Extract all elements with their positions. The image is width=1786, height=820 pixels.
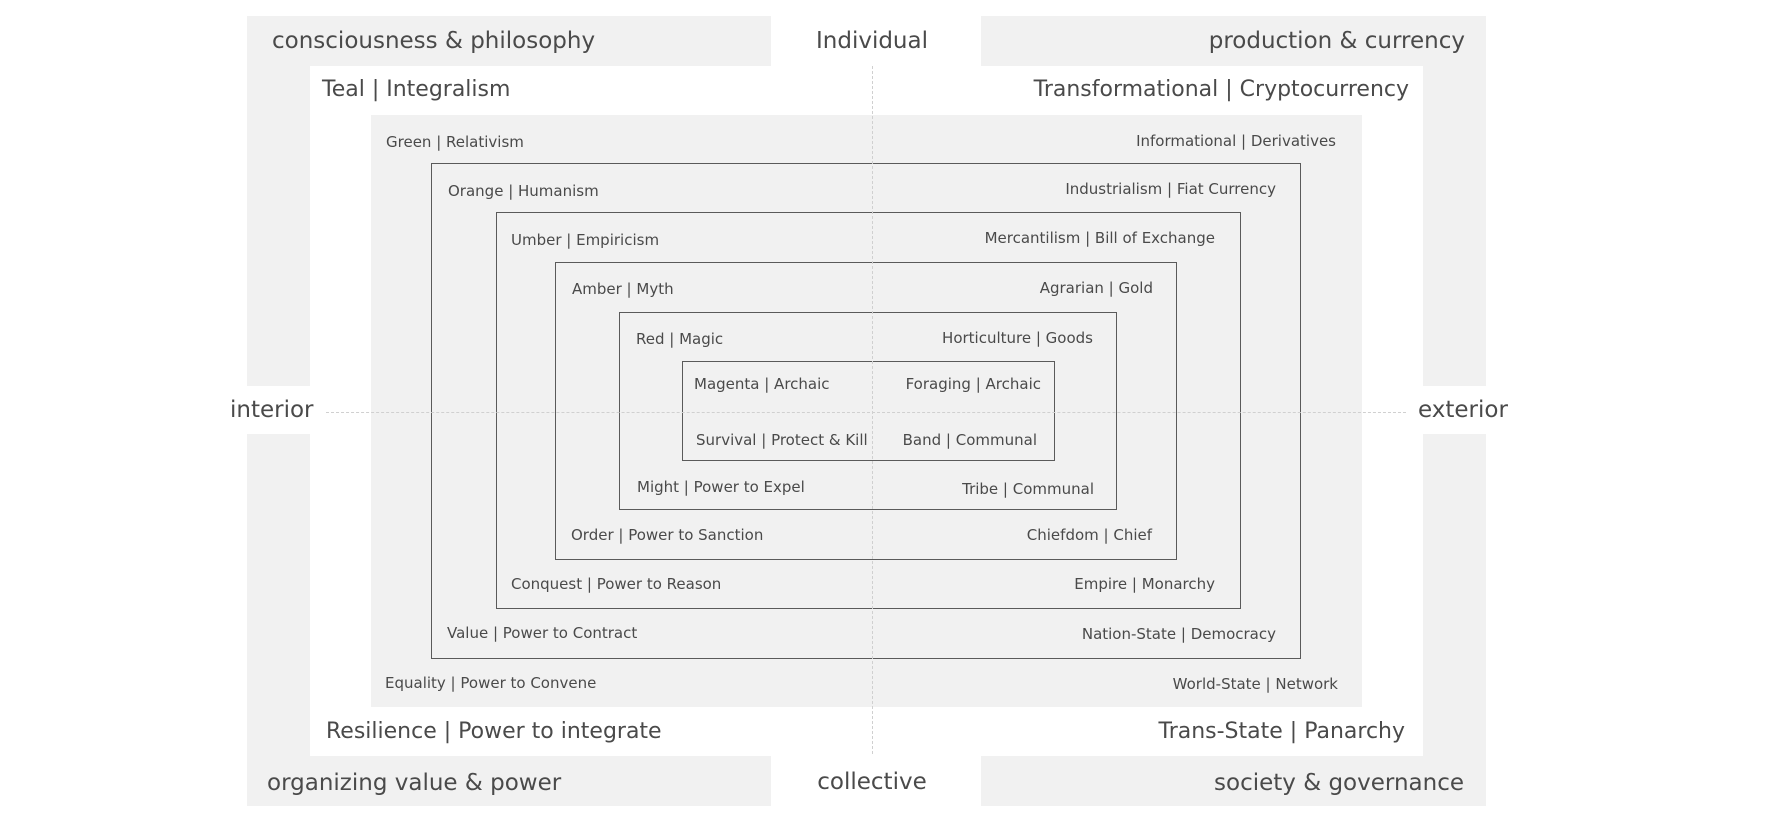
level-0-top-left: Teal | Integralism	[322, 77, 511, 102]
level-0-bottom-right: Trans-State | Panarchy	[1158, 719, 1405, 744]
level-6-top-left: Magenta | Archaic	[694, 375, 830, 393]
level-1-bottom-left: Equality | Power to Convene	[385, 674, 597, 692]
level-6-top-right: Foraging | Archaic	[905, 375, 1041, 393]
axis-label-bottom: collective	[817, 769, 927, 795]
level-0-top-right: Transformational | Cryptocurrency	[1033, 77, 1409, 102]
corner-label-bottom-right: society & governance	[1214, 770, 1464, 796]
vertical-axis-line	[872, 66, 873, 754]
level-4-bottom-right: Chiefdom | Chief	[1026, 526, 1152, 544]
level-5-bottom-right: Tribe | Communal	[962, 480, 1094, 498]
level-orange-box	[431, 163, 1301, 659]
level-3-top-right: Mercantilism | Bill of Exchange	[984, 229, 1215, 247]
level-4-top-right: Agrarian | Gold	[1039, 279, 1153, 297]
level-5-top-left: Red | Magic	[636, 330, 724, 348]
axis-label-left: interior	[230, 397, 314, 423]
level-3-bottom-right: Empire | Monarchy	[1074, 575, 1215, 593]
level-1-top-left: Green | Relativism	[386, 133, 524, 151]
level-2-bottom-right: Nation-State | Democracy	[1081, 625, 1276, 643]
level-umber-box	[496, 212, 1241, 609]
level-magenta-box	[682, 361, 1055, 461]
corner-label-top-left: consciousness & philosophy	[272, 28, 596, 54]
level-3-bottom-left: Conquest | Power to Reason	[511, 575, 722, 593]
horizontal-axis-line	[326, 412, 1406, 413]
level-0-bottom-left: Resilience | Power to integrate	[326, 719, 662, 744]
level-3-top-left: Umber | Empiricism	[511, 231, 660, 249]
level-1-bottom-right: World-State | Network	[1172, 675, 1338, 693]
level-2-top-left: Orange | Humanism	[448, 182, 599, 200]
level-red-box	[619, 312, 1117, 510]
level-amber-box	[555, 262, 1177, 560]
axis-label-right: exterior	[1418, 397, 1508, 423]
level-4-bottom-left: Order | Power to Sanction	[571, 526, 764, 544]
level-2-bottom-left: Value | Power to Contract	[447, 624, 638, 642]
corner-label-top-right: production & currency	[1208, 28, 1465, 54]
level-6-bottom-left: Survival | Protect & Kill	[696, 431, 868, 449]
level-2-top-right: Industrialism | Fiat Currency	[1065, 180, 1276, 198]
axis-label-top: Individual	[815, 28, 928, 54]
level-5-top-right: Horticulture | Goods	[942, 329, 1093, 347]
level-4-top-left: Amber | Myth	[572, 280, 674, 298]
corner-label-bottom-left: organizing value & power	[267, 770, 562, 796]
level-1-top-right: Informational | Derivatives	[1136, 132, 1336, 150]
level-5-bottom-left: Might | Power to Expel	[637, 478, 805, 496]
level-6-bottom-right: Band | Communal	[902, 431, 1037, 449]
